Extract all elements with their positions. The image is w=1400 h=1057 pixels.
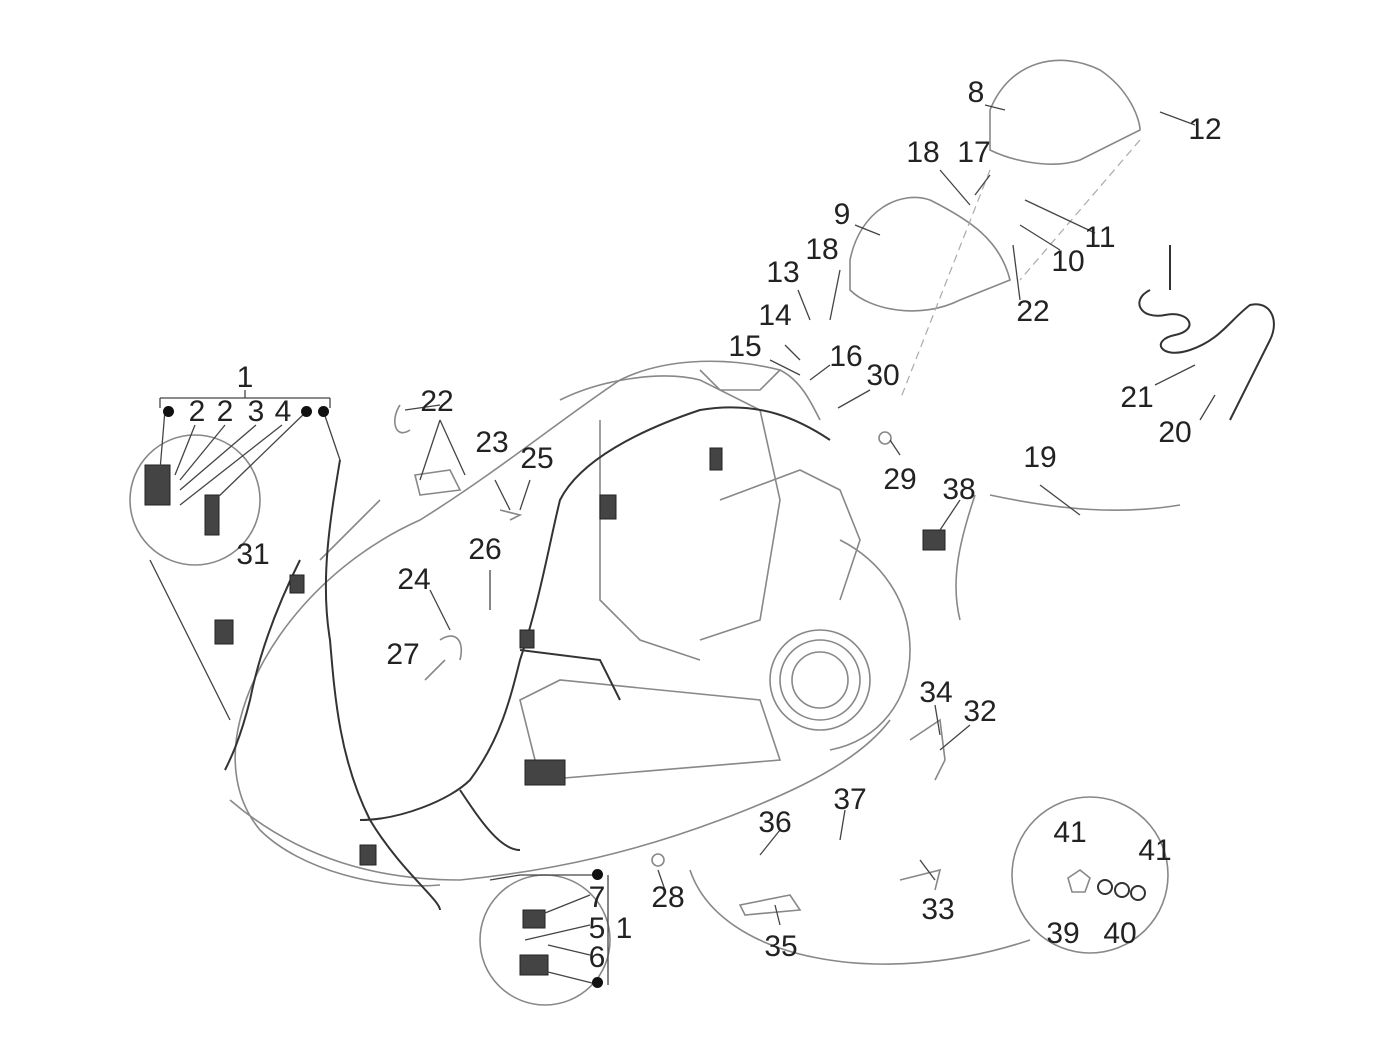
callout-13: 13 bbox=[766, 256, 800, 289]
glovebox-parts bbox=[849, 59, 1141, 401]
callout-17: 17 bbox=[957, 136, 991, 169]
callout-5: 5 bbox=[588, 912, 606, 945]
callout-39: 39 bbox=[1046, 917, 1080, 950]
callout-3: 3 bbox=[247, 395, 265, 428]
callout-15: 15 bbox=[728, 330, 762, 363]
callout-38: 38 bbox=[942, 473, 976, 506]
callout-9: 9 bbox=[833, 198, 851, 231]
callout-7: 7 bbox=[588, 881, 606, 914]
callout-18: 18 bbox=[906, 136, 940, 169]
bullet-marker bbox=[592, 977, 603, 988]
wiring-harness bbox=[214, 406, 831, 911]
relay-detail bbox=[479, 874, 611, 1006]
callout-1: 1 bbox=[615, 912, 633, 945]
bullet-marker bbox=[163, 406, 174, 417]
callout-10: 10 bbox=[1051, 245, 1085, 278]
scooter-frame bbox=[229, 360, 911, 887]
callout-25: 25 bbox=[520, 442, 554, 475]
coiled-cable bbox=[922, 245, 1275, 621]
callout-18: 18 bbox=[805, 233, 839, 266]
callout-1: 1 bbox=[236, 361, 254, 394]
callout-11: 11 bbox=[1084, 221, 1116, 254]
callout-33: 33 bbox=[921, 893, 955, 926]
callout-6: 6 bbox=[588, 941, 606, 974]
callout-31: 31 bbox=[236, 538, 270, 571]
callout-40: 40 bbox=[1103, 917, 1137, 950]
callout-28: 28 bbox=[651, 881, 685, 914]
callout-23: 23 bbox=[475, 426, 509, 459]
callout-19: 19 bbox=[1023, 441, 1057, 474]
callout-22: 22 bbox=[420, 385, 454, 418]
callout-26: 26 bbox=[468, 533, 502, 566]
callout-22: 22 bbox=[1016, 295, 1050, 328]
callout-37: 37 bbox=[833, 783, 867, 816]
callout-35: 35 bbox=[764, 930, 798, 963]
callout-20: 20 bbox=[1158, 416, 1192, 449]
fuse-box-detail bbox=[129, 390, 341, 721]
small-parts bbox=[394, 404, 946, 916]
callout-12: 12 bbox=[1188, 113, 1222, 146]
callout-21: 21 bbox=[1120, 381, 1154, 414]
leader-lines bbox=[404, 104, 1216, 926]
bullet-marker bbox=[592, 869, 603, 880]
callout-29: 29 bbox=[883, 463, 917, 496]
callout-14: 14 bbox=[758, 299, 792, 332]
callout-8: 8 bbox=[967, 76, 985, 109]
callout-41: 41 bbox=[1138, 834, 1172, 867]
callout-16: 16 bbox=[829, 340, 863, 373]
grommet-detail bbox=[689, 796, 1169, 965]
callout-41: 41 bbox=[1053, 816, 1087, 849]
callout-32: 32 bbox=[963, 695, 997, 728]
callout-30: 30 bbox=[866, 359, 900, 392]
bullet-marker bbox=[301, 406, 312, 417]
callout-2: 2 bbox=[216, 395, 234, 428]
callout-27: 27 bbox=[386, 638, 420, 671]
bullet-marker bbox=[318, 406, 329, 417]
callout-2: 2 bbox=[188, 395, 206, 428]
callout-24: 24 bbox=[397, 563, 431, 596]
callout-4: 4 bbox=[274, 395, 292, 428]
callout-34: 34 bbox=[919, 676, 953, 709]
callout-36: 36 bbox=[758, 806, 792, 839]
